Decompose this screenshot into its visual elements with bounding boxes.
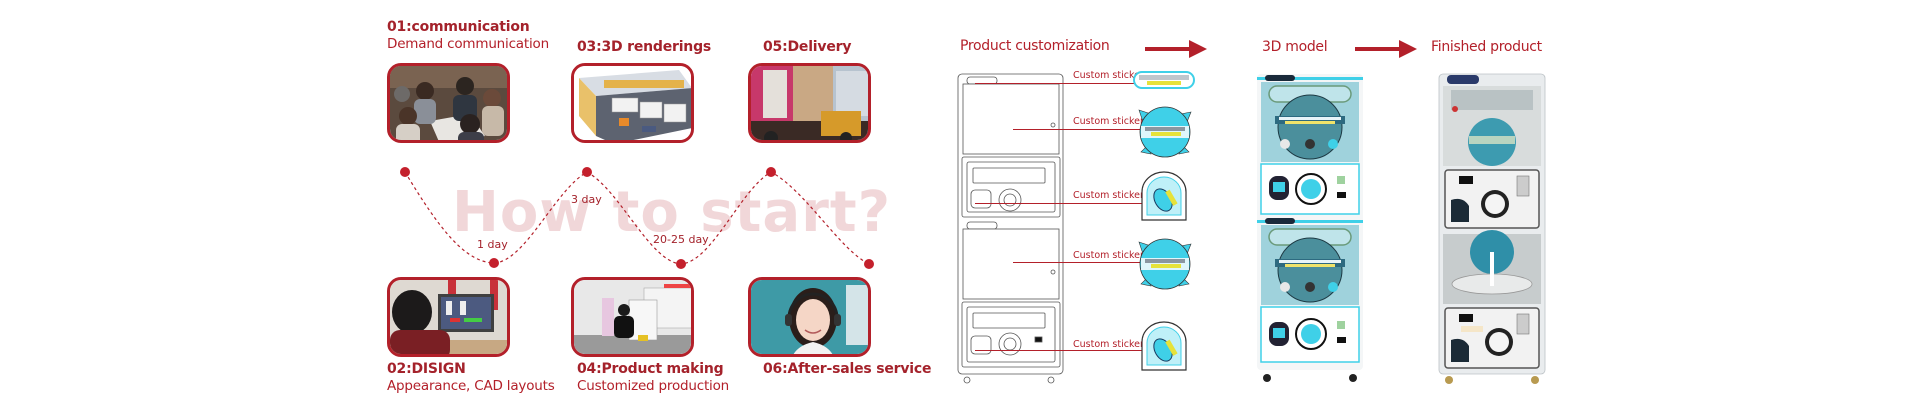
team-meeting-photo (387, 63, 510, 143)
round-sticker (1138, 106, 1192, 158)
3d-model-heading: 3D model (1262, 39, 1328, 55)
sticker-callout-4: Custom sticker (1073, 250, 1144, 261)
timeline-dot-03 (582, 167, 592, 177)
arch-sticker (1141, 321, 1187, 371)
timeline-dot-01 (400, 167, 410, 177)
right-arrow-icon (1145, 40, 1207, 58)
duration-label-2: 3 day (571, 193, 602, 206)
line-drawing-machine (957, 73, 1064, 384)
step-01-title: 01:communication (387, 19, 530, 35)
duration-label-3: 20-25 day (653, 233, 709, 246)
timeline-dot-05 (766, 167, 776, 177)
support-agent-photo (748, 277, 871, 357)
finished-product-heading: Finished product (1431, 39, 1542, 55)
sticker-leader-4 (1013, 262, 1140, 263)
step-02-title: 02:DISIGN (387, 361, 466, 377)
timeline-dashed-path (404, 171, 870, 265)
how-to-start-watermark: How to start? (452, 180, 892, 245)
3d-rendering-photo (571, 63, 694, 143)
right-arrow-icon (1355, 40, 1417, 58)
factory-production-photo (571, 277, 694, 357)
3d-model-machine (1257, 74, 1363, 382)
sticker-callout-1: Custom sticker (1073, 70, 1144, 81)
step-04-subtitle: Customized production (577, 378, 730, 394)
sticker-callout-2: Custom sticker (1073, 116, 1144, 127)
arch-sticker (1141, 171, 1187, 221)
step-06-title: 06:After-sales service (763, 361, 932, 377)
sticker-callout-5: Custom sticker (1073, 339, 1144, 350)
timeline-dot-02 (489, 258, 499, 268)
step-02-subtitle: Appearance, CAD layouts (387, 378, 555, 394)
timeline-dot-06 (864, 259, 874, 269)
cad-design-photo (387, 277, 510, 357)
round-sticker (1138, 238, 1192, 290)
truck-loading-photo (748, 63, 871, 143)
product-customization-heading: Product customization (960, 38, 1110, 54)
sticker-leader-2 (1013, 129, 1140, 130)
step-03-title: 03:3D renderings (577, 39, 712, 55)
timeline-dot-04 (676, 259, 686, 269)
pill-sticker (1133, 71, 1195, 89)
finished-product-machine (1438, 73, 1546, 384)
sticker-callout-3: Custom sticker (1073, 190, 1144, 201)
step-01-subtitle: Demand communication (387, 36, 549, 52)
sticker-leader-1 (975, 83, 1135, 84)
timeline-wave (400, 167, 874, 269)
sticker-leader-3 (975, 203, 1143, 204)
step-05-title: 05:Delivery (763, 39, 852, 55)
step-04-title: 04:Product making (577, 361, 724, 377)
sticker-leader-5 (975, 350, 1143, 351)
duration-label-1: 1 day (477, 238, 508, 251)
